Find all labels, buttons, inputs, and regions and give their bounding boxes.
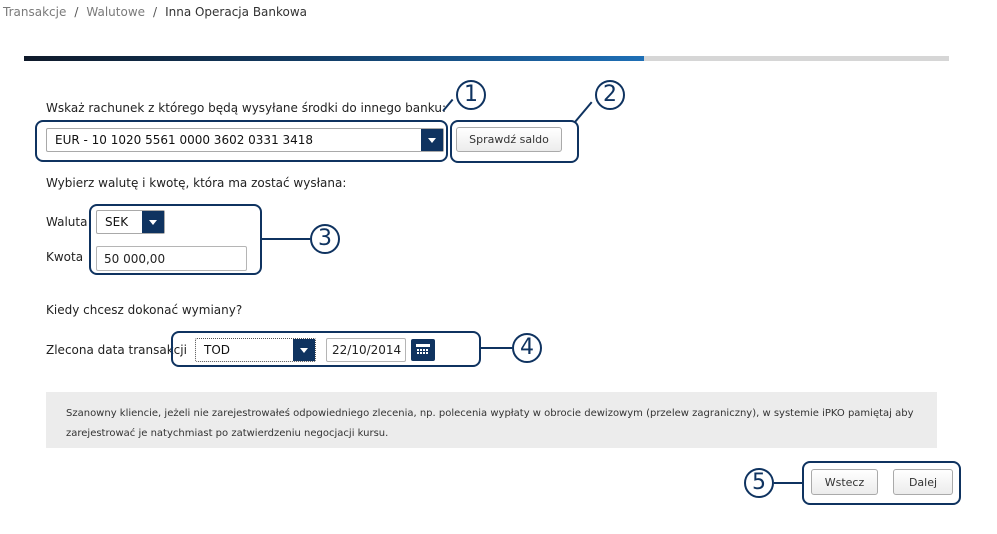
callout-3-frame	[89, 204, 262, 275]
callout-2-frame	[450, 120, 579, 163]
amount-field-label: Kwota	[46, 250, 84, 264]
callout-1-frame	[35, 120, 448, 162]
notice-line-1: Szanowny kliencie, jeżeli nie zarejestro…	[66, 408, 914, 419]
next-button[interactable]: Dalej	[893, 469, 953, 495]
currency-select[interactable]: SEK	[96, 210, 165, 234]
callout-number-2: 2	[595, 80, 625, 110]
callout-4-frame	[171, 331, 481, 367]
back-button[interactable]: Wstecz	[811, 469, 878, 495]
callout-5-connector	[774, 482, 802, 484]
transaction-type-value: TOD	[204, 343, 231, 357]
breadcrumb-item-walutowe[interactable]: Walutowe	[86, 5, 146, 19]
callout-number-1: 1	[456, 80, 486, 110]
breadcrumb-separator: /	[153, 5, 158, 19]
currency-amount-label: Wybierz walutę i kwotę, która ma zostać …	[46, 176, 347, 190]
progress-bar	[24, 56, 949, 61]
breadcrumb-current: Inna Operacja Bankowa	[165, 5, 308, 19]
callout-number-4: 4	[512, 333, 542, 363]
amount-input[interactable]: 50 000,00	[96, 246, 247, 271]
chevron-down-icon[interactable]	[293, 339, 315, 361]
callout-5-frame	[802, 461, 961, 505]
account-label: Wskaż rachunek z którego będą wysyłane ś…	[46, 101, 446, 115]
progress-bar-fill	[24, 56, 644, 61]
callout-4-connector	[481, 347, 512, 349]
breadcrumb-separator: /	[74, 5, 79, 19]
account-select[interactable]: EUR - 10 1020 5561 0000 3602 0331 3418	[46, 128, 444, 152]
chevron-down-icon[interactable]	[142, 211, 164, 233]
chevron-down-icon[interactable]	[421, 129, 443, 151]
account-select-value: EUR - 10 1020 5561 0000 3602 0331 3418	[55, 133, 314, 147]
callout-2-connector	[574, 101, 593, 123]
transaction-type-select[interactable]: TOD	[195, 338, 316, 362]
exchange-question: Kiedy chcesz dokonać wymiany?	[46, 303, 243, 317]
calendar-button[interactable]	[411, 339, 435, 361]
callout-number-5: 5	[744, 468, 774, 498]
transaction-date-input[interactable]: 22/10/2014	[326, 338, 406, 362]
breadcrumb: Transakcje / Walutowe / Inna Operacja Bankow…	[3, 5, 307, 19]
notice-line-2: zarejestrować je natychmiast po zatwierd…	[66, 428, 389, 439]
currency-field-label: Waluta	[46, 215, 88, 229]
calendar-icon	[416, 344, 430, 354]
breadcrumb-item-transakcje[interactable]: Transakcje	[3, 5, 67, 19]
callout-3-connector	[262, 238, 310, 240]
currency-select-value: SEK	[105, 215, 129, 229]
notice-box: Szanowny kliencie, jeżeli nie zarejestro…	[46, 392, 937, 448]
check-balance-button[interactable]: Sprawdź saldo	[456, 127, 562, 152]
transaction-date-label: Zlecona data transakcji	[46, 343, 187, 357]
callout-number-3: 3	[310, 224, 340, 254]
